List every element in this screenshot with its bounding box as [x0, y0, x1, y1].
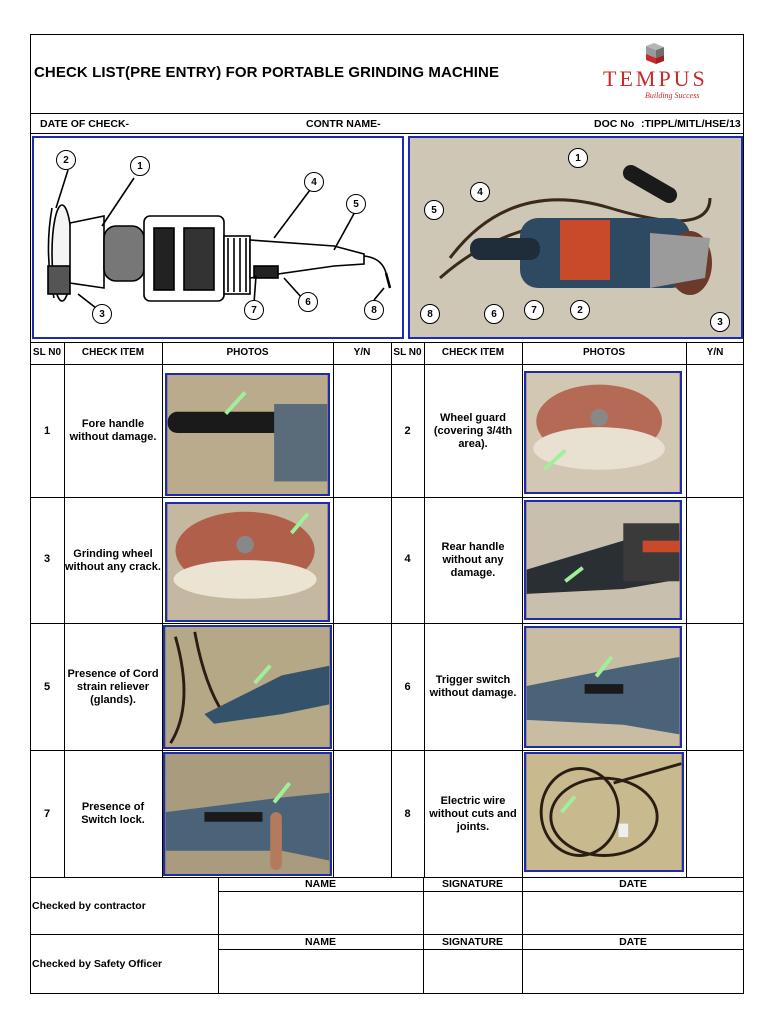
- signoff-safety-date-header: DATE: [619, 936, 647, 948]
- signoff-contractor-date-header: DATE: [619, 878, 647, 890]
- contractor-name-label: CONTR NAME-: [306, 118, 381, 130]
- signoff-contractor-name-header: NAME: [305, 878, 336, 890]
- col-header-sl-right: SL N0: [393, 347, 422, 358]
- row-3-check-item: Grinding wheel without any crack.: [65, 547, 161, 573]
- photo-callout-5: 5: [424, 200, 444, 220]
- photo-callout-3: 3: [710, 312, 730, 332]
- company-logo: [598, 42, 730, 104]
- photo-rear-handle: [524, 500, 682, 620]
- diagram-callout-2: 2: [56, 150, 76, 170]
- photo-callout-1: 1: [568, 148, 588, 168]
- col-header-yn-left: Y/N: [353, 347, 371, 358]
- row-1-check-item: Fore handle without damage.: [69, 418, 157, 443]
- doc-no-value: :TIPPL/MITL/HSE/13: [641, 118, 741, 130]
- row-7-check-item: Presence of Switch lock.: [81, 801, 145, 826]
- date-of-check-label: DATE OF CHECK-: [40, 118, 130, 130]
- col-header-sl-left: SL N0: [32, 347, 62, 358]
- photo-fore-handle: [165, 373, 330, 496]
- page-title: CHECK LIST(PRE ENTRY) FOR PORTABLE GRIND…: [34, 64, 500, 81]
- checked-by-contractor-label: Checked by contractor: [32, 900, 146, 912]
- row-8-check-item: Electric wire without cuts and joints.: [429, 794, 517, 833]
- photo-grinding-wheel: [165, 502, 330, 622]
- row-7-sl: 7: [43, 808, 51, 820]
- diagram-callout-8: 8: [364, 300, 384, 320]
- logo-mark-icon: [646, 43, 664, 64]
- signoff-safety-name-header: NAME: [305, 936, 336, 948]
- row-2-check-item: Wheel guard (covering 3/4th area).: [433, 411, 513, 450]
- row-2-sl: 2: [404, 425, 411, 437]
- grinder-diagram-icon: [47, 169, 392, 309]
- photo-callout-7: 7: [524, 300, 544, 320]
- photo-callout-4: 4: [470, 182, 490, 202]
- diagram-callout-7: 7: [244, 300, 264, 320]
- col-header-photos-right: PHOTOS: [582, 347, 626, 358]
- col-header-item-right: CHECK ITEM: [441, 347, 505, 358]
- col-header-photos-left: PHOTOS: [226, 347, 269, 358]
- photo-electric-wire: [524, 752, 684, 872]
- grinder-photo-icon: [439, 165, 712, 295]
- logo-tagline: Building Success: [645, 91, 700, 100]
- photo-callout-2: 2: [570, 300, 590, 320]
- photo-trigger-switch: [524, 626, 682, 748]
- diagram-callout-4: 4: [304, 172, 324, 192]
- photo-callout-6: 6: [484, 304, 504, 324]
- row-1-sl: 1: [43, 425, 51, 437]
- grinder-line-drawing: 1 2 3 4 5 6 7 8: [32, 136, 404, 339]
- checked-by-safety-officer-label: Checked by Safety Officer: [32, 958, 163, 970]
- doc-no-label: DOC No: [594, 118, 635, 130]
- row-5-check-item: Presence of Cord strain reliever (glands…: [67, 667, 159, 706]
- diagram-callout-1: 1: [130, 156, 150, 176]
- document-frame: [30, 34, 744, 994]
- photo-cord-strain-reliever: [163, 625, 332, 749]
- row-6-check-item: Trigger switch without damage.: [429, 674, 517, 699]
- photo-callout-8: 8: [420, 304, 440, 324]
- row-8-sl: 8: [404, 808, 411, 820]
- row-4-check-item: Rear handle without any damage.: [441, 541, 505, 579]
- diagram-callout-6: 6: [298, 292, 318, 312]
- signoff-contractor-signature-header: SIGNATURE: [441, 878, 504, 890]
- col-header-item-left: CHECK ITEM: [81, 347, 145, 358]
- col-header-yn-right: Y/N: [706, 347, 724, 358]
- photo-wheel-guard: [524, 371, 682, 494]
- diagram-callout-5: 5: [346, 194, 366, 214]
- diagram-callout-3: 3: [92, 304, 112, 324]
- logo-text: TEMPUS: [603, 66, 708, 91]
- row-3-sl: 3: [43, 553, 51, 565]
- row-4-sl: 4: [404, 553, 411, 565]
- row-5-sl: 5: [43, 681, 51, 693]
- photo-switch-lock: [163, 752, 332, 876]
- row-6-sl: 6: [404, 681, 411, 693]
- signoff-safety-signature-header: SIGNATURE: [441, 936, 504, 948]
- grinder-photo-diagram: 1 2 3 4 5 6 7 8: [408, 136, 743, 339]
